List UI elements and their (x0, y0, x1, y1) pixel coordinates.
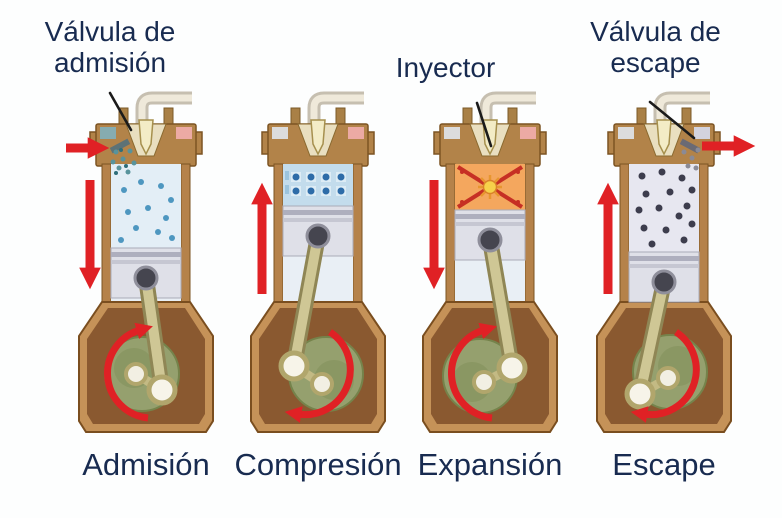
gas-combustion (455, 164, 525, 210)
stage-label-compresion: Compresión (234, 447, 402, 482)
valve-seat-gray (618, 127, 634, 139)
exhaust-gas-dots (635, 168, 696, 248)
exhaust-valve-label: Válvula de escape (590, 16, 721, 79)
piston-pin (477, 227, 503, 253)
piston-ring (283, 210, 353, 215)
cylinder-wall-right (352, 163, 363, 313)
stage-label-expansion: Expansión (417, 447, 563, 482)
piston-pin (305, 223, 331, 249)
exhaust-port-open (694, 127, 710, 139)
engine-stage-compresion (250, 91, 386, 433)
crank-journal (472, 370, 496, 394)
stage-label-admision: Admisión (82, 447, 210, 482)
piston-ring (629, 264, 699, 268)
intake-air-dots (118, 179, 175, 243)
cylinder-wall-left (273, 163, 284, 313)
connecting-rod-core (141, 273, 167, 395)
cylinder-wall-left (101, 163, 112, 313)
intake-valve-pointer-line (108, 91, 133, 132)
connecting-rod-core (289, 231, 323, 371)
intake-air-swirl (110, 148, 137, 175)
injector (138, 119, 154, 156)
crank-rotation-arrow (448, 322, 497, 422)
intake-pipe-core (310, 94, 364, 126)
intake-pipe-core (482, 94, 536, 126)
engine-stage-admision (66, 91, 214, 433)
exhaust-valve-pointer-line (648, 100, 696, 140)
intake-valve-label: Válvula de admisión (44, 16, 176, 79)
piston-ring (283, 218, 353, 222)
cylinder-wall-left (619, 163, 630, 313)
valve-seat-gray (444, 127, 460, 139)
valve-seat-pink (176, 127, 192, 139)
piston-ring (111, 252, 181, 257)
piston-ring (455, 214, 525, 219)
crank-rotation-arrow (284, 329, 354, 423)
connecting-rod-core (485, 235, 517, 373)
stage-label-escape: Escape (612, 447, 716, 482)
crank-journal (124, 362, 148, 386)
crank-journal (310, 372, 334, 396)
piston-pin (651, 269, 677, 295)
cylinder-wall-right (698, 163, 709, 313)
intake-port-open (100, 127, 116, 139)
valve-seat-gray (272, 127, 288, 139)
exhaust-valve-open (679, 138, 701, 154)
piston-ring (111, 260, 181, 264)
connecting-rod-core (635, 277, 669, 399)
exhaust-swirl (681, 147, 701, 171)
piston-pin (133, 265, 159, 291)
gas-compressed-air (283, 164, 353, 206)
engine-stage-expansion (422, 91, 558, 433)
cylinder-wall-right (180, 163, 191, 313)
crank-journal (656, 366, 680, 390)
intake-pipe-core (138, 94, 192, 126)
piston-ring (629, 256, 699, 261)
exhaust-pipe-core (656, 94, 710, 126)
cylinder-wall-right (524, 163, 535, 313)
injector (656, 119, 672, 156)
crank-rotation-arrow (104, 322, 153, 422)
compressed-air-dots (285, 171, 346, 196)
cylinder-wall-left (445, 163, 456, 313)
valve-seat-pink (348, 127, 364, 139)
injection-spark-core (482, 179, 498, 195)
crank-rotation-arrow (630, 329, 700, 423)
engine-stage-escape (596, 91, 756, 433)
injector-label: Inyector (395, 52, 496, 83)
piston-ring (455, 222, 525, 226)
valve-seat-pink (520, 127, 536, 139)
injector-pointer-line (475, 101, 493, 148)
rod-big-end (624, 378, 656, 410)
rod-big-end (496, 352, 528, 384)
rod-big-end (146, 374, 178, 406)
injector (310, 119, 326, 156)
intake-valve-open (109, 138, 131, 154)
rod-big-end (278, 350, 310, 382)
